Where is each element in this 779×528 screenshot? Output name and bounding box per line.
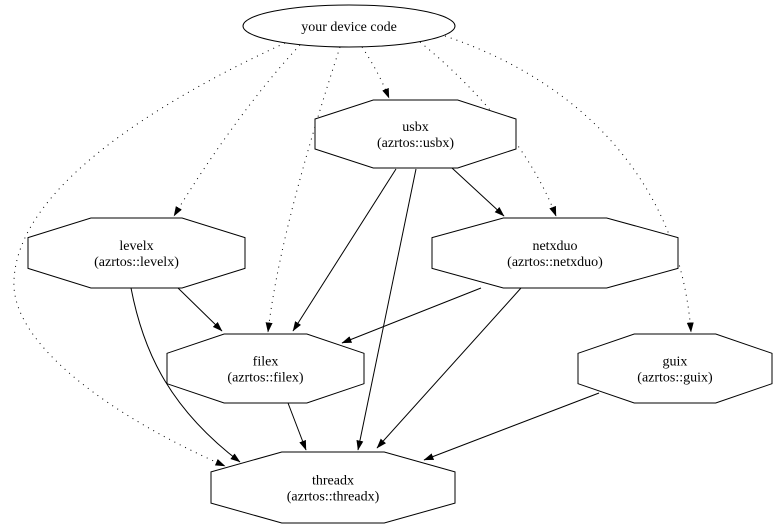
edge-device-guix — [444, 35, 694, 333]
node-filex: filex(azrtos::filex) — [166, 333, 365, 404]
edge-usbx-filex — [292, 168, 397, 332]
node-shape-device — [242, 4, 456, 48]
node-label-threadx-line2: (azrtos::threadx) — [287, 490, 380, 505]
node-label-levelx-line2: (azrtos::levelx) — [94, 255, 179, 270]
node-shape-netxduo — [431, 217, 679, 289]
edge-device-threadx — [13, 42, 286, 467]
node-guix: guix(azrtos::guix) — [577, 333, 773, 404]
node-label-levelx-line1: levelx — [119, 239, 153, 254]
node-shape-levelx — [27, 217, 246, 289]
edge-device-filex — [265, 46, 341, 333]
node-label-guix-line2: (azrtos::guix) — [637, 371, 713, 386]
node-netxduo: netxduo(azrtos::netxduo) — [431, 217, 679, 289]
node-label-netxduo-line1: netxduo — [532, 239, 577, 254]
edge-device-usbx — [361, 46, 390, 99]
node-label-netxduo-line2: (azrtos::netxduo) — [507, 255, 603, 270]
edge-filex-threadx — [287, 402, 307, 451]
node-shape-usbx — [314, 99, 517, 169]
node-label-usbx-line1: usbx — [402, 120, 428, 135]
edge-netxduo-filex — [341, 287, 482, 344]
node-levelx: levelx(azrtos::levelx) — [27, 217, 246, 289]
edge-netxduo-threadx — [376, 287, 522, 449]
node-label-guix-line1: guix — [663, 355, 688, 370]
node-label-device-line1: your device code — [301, 20, 397, 35]
node-threadx: threadx(azrtos::threadx) — [210, 451, 456, 524]
node-device: your device code — [242, 4, 456, 48]
node-usbx: usbx(azrtos::usbx) — [314, 99, 517, 169]
node-shape-guix — [577, 333, 773, 404]
edge-device-levelx — [173, 44, 301, 217]
node-label-threadx-line1: threadx — [312, 474, 354, 489]
node-shape-threadx — [210, 451, 456, 524]
edge-usbx-threadx — [356, 168, 417, 451]
node-label-filex-line1: filex — [253, 355, 279, 370]
node-label-usbx-line2: (azrtos::usbx) — [377, 136, 454, 151]
edge-guix-threadx — [423, 392, 600, 461]
edge-levelx-threadx — [130, 287, 241, 463]
edge-usbx-netxduo — [451, 167, 505, 217]
node-label-filex-line2: (azrtos::filex) — [227, 371, 304, 386]
edge-levelx-filex — [177, 287, 223, 332]
node-shape-filex — [166, 333, 365, 404]
